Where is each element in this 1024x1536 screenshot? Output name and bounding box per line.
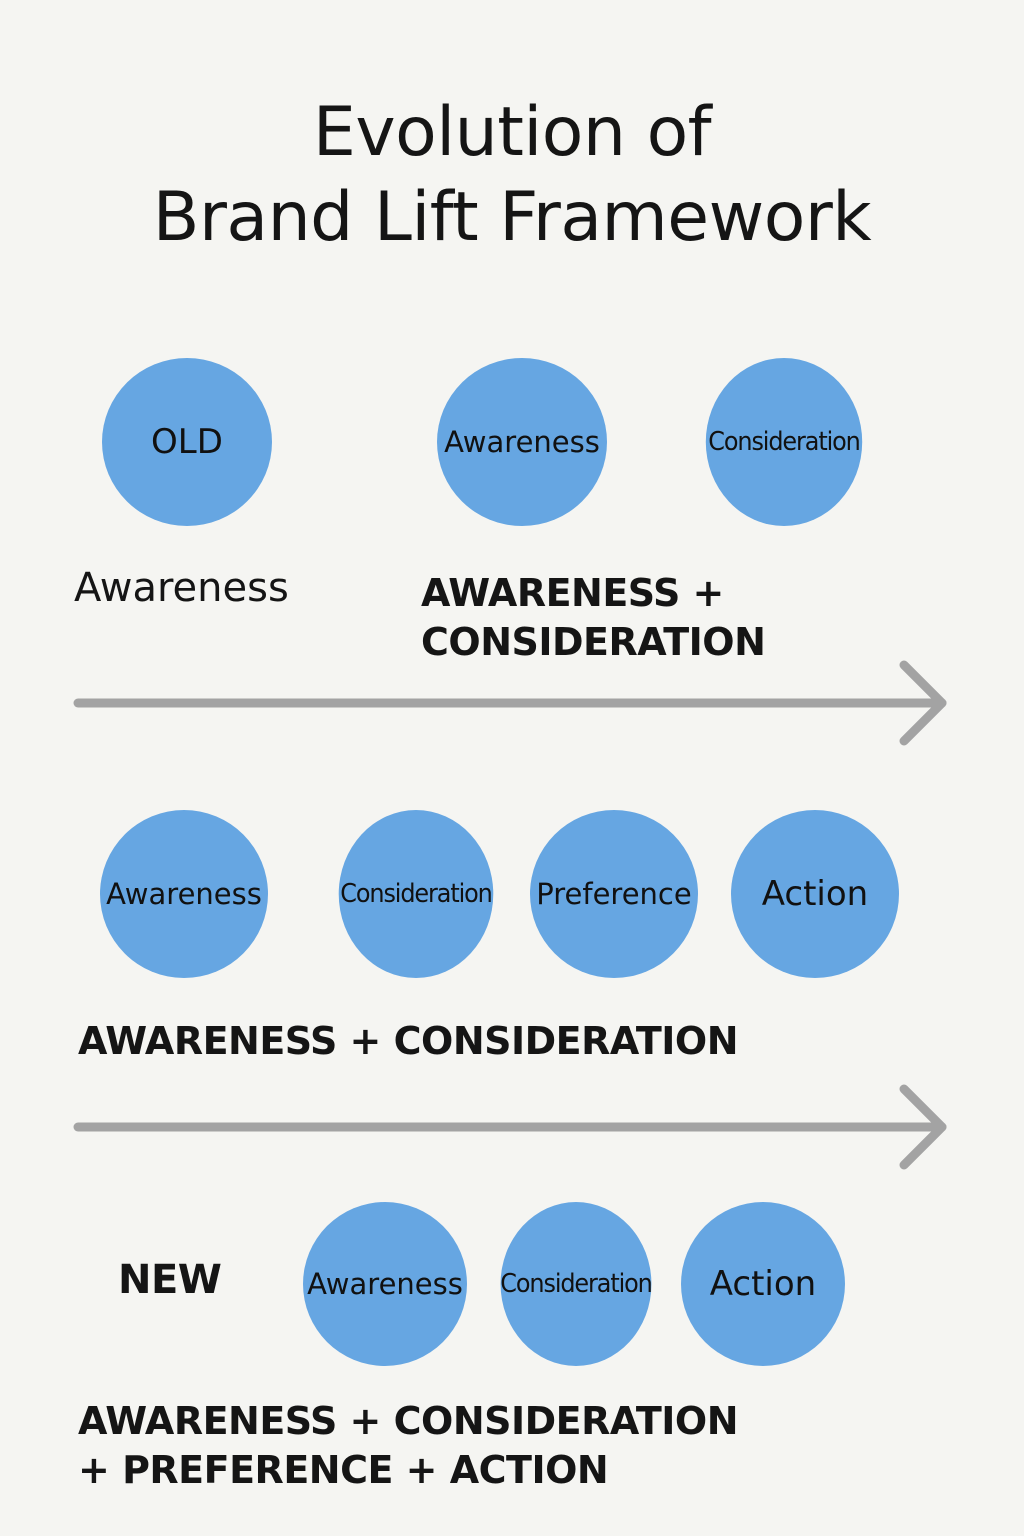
new-badge: NEW: [118, 1257, 222, 1303]
middle-consideration-circle: Consideration: [338, 810, 494, 978]
old-caption-line-2: CONSIDERATION: [421, 620, 766, 664]
new-awareness-circle: Awareness: [303, 1202, 467, 1366]
middle-awareness-label: Awareness: [106, 877, 262, 911]
new-awareness-label: Awareness: [307, 1267, 463, 1301]
middle-caption: AWARENESS + CONSIDERATION: [78, 1019, 739, 1063]
middle-preference-circle: Preference: [530, 810, 698, 978]
old-awareness-caption: Awareness: [74, 565, 289, 611]
old-consideration-circle: Consideration: [705, 358, 863, 526]
old-awareness-circle: Awareness: [437, 358, 607, 526]
new-action-label: Action: [709, 1264, 817, 1304]
new-caption-line-1: AWARENESS + CONSIDERATION: [78, 1399, 739, 1443]
middle-action-label: Action: [761, 874, 869, 914]
middle-preference-label: Preference: [536, 877, 692, 911]
old-badge-label: OLD: [151, 422, 223, 462]
new-consideration-circle: Consideration: [500, 1202, 652, 1366]
old-consideration-label: Consideration: [708, 427, 861, 457]
old-caption-line-1: AWARENESS +: [421, 571, 724, 615]
middle-action-circle: Action: [731, 810, 899, 978]
middle-awareness-circle: Awareness: [100, 810, 268, 978]
new-consideration-label: Consideration: [500, 1269, 652, 1299]
progression-arrow-2: [73, 1084, 947, 1170]
old-badge-circle: OLD: [102, 358, 272, 526]
old-awareness-label: Awareness: [444, 425, 600, 459]
new-caption-line-2: + PREFERENCE + ACTION: [78, 1448, 609, 1492]
page-title-line-2: Brand Lift Framework: [152, 178, 872, 257]
middle-consideration-label: Consideration: [340, 879, 493, 909]
progression-arrow-1: [73, 660, 947, 746]
new-action-circle: Action: [681, 1202, 845, 1366]
page-title-line-1: Evolution of: [312, 93, 712, 172]
